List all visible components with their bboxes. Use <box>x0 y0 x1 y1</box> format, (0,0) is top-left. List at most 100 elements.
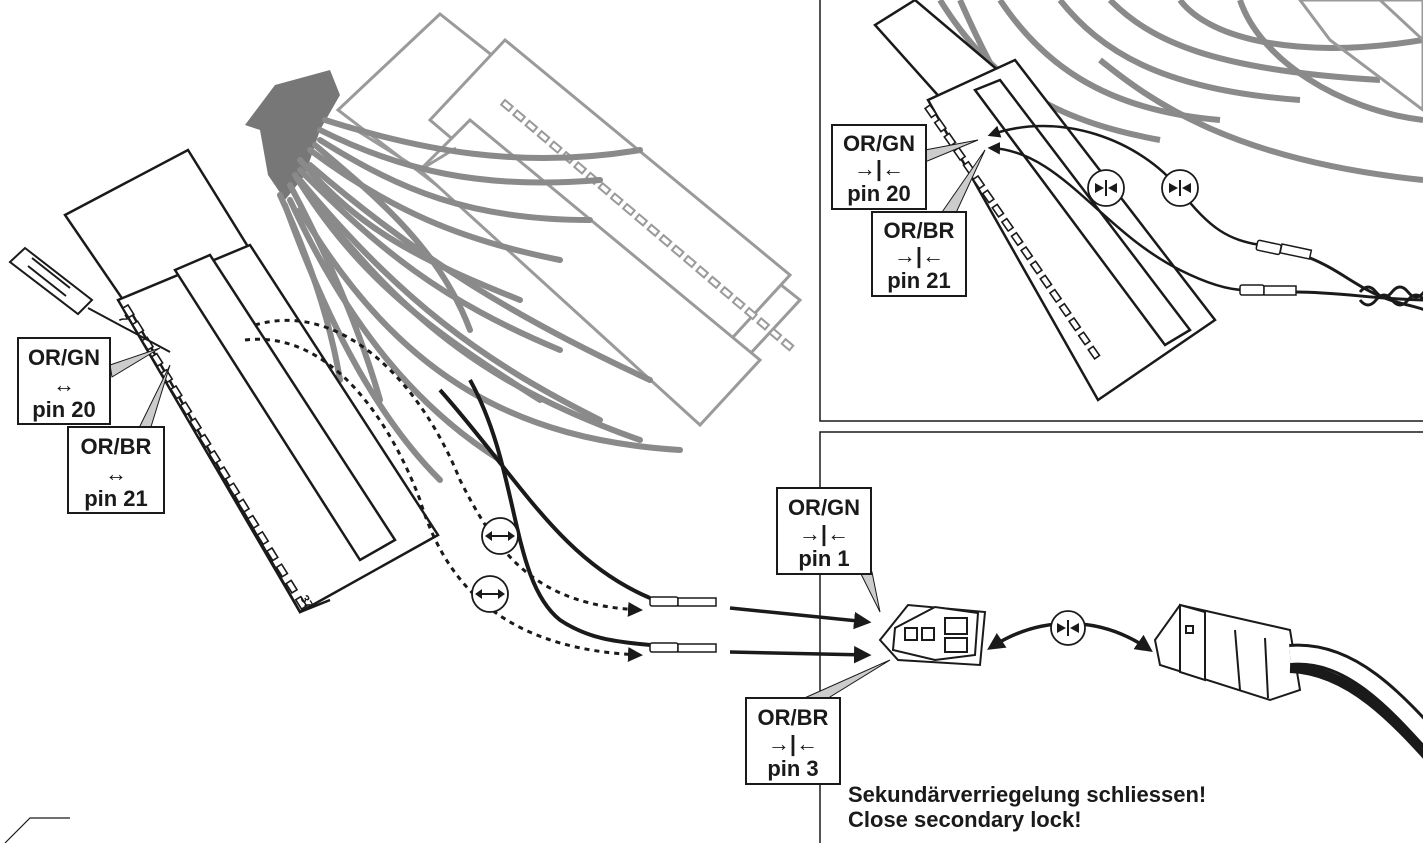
pin-label: pin 20 <box>847 181 911 206</box>
pin-slot <box>633 212 649 227</box>
pin-slot <box>1000 217 1015 233</box>
pin-slot <box>1010 231 1024 247</box>
pin-slot <box>237 498 251 514</box>
wire-code-label: OR/GN <box>788 495 860 520</box>
lock-arrows-icon <box>1057 620 1079 636</box>
pin-slot <box>246 514 260 530</box>
lock-symbol-label: →|← <box>854 156 904 181</box>
inset-twisted-cable <box>1309 256 1423 311</box>
release-symbol-label: ↔ <box>105 461 127 486</box>
pin-slot <box>572 160 588 175</box>
pin-slot <box>609 192 624 207</box>
double-arrow-icon <box>475 531 515 599</box>
instruction-line-en: Close secondary lock! <box>848 807 1082 832</box>
wire-bundle-sleeve <box>245 70 340 200</box>
pin-slot <box>646 223 661 238</box>
screwdriver-icon <box>8 246 171 353</box>
inset-back-housing <box>1298 0 1423 112</box>
mating-plug-housing <box>1153 603 1302 702</box>
pin-slot <box>511 108 527 123</box>
pin-slot <box>285 579 299 595</box>
pin-slot <box>294 595 308 611</box>
pin-slot <box>131 320 145 335</box>
pin-slot <box>658 233 673 248</box>
pin-slot <box>943 132 957 147</box>
lock-symbol-label: →|← <box>894 243 944 268</box>
pin-slot <box>198 433 212 449</box>
inset-lock-symbol-icon <box>1087 169 1199 207</box>
pin-number-last: 37 <box>297 593 316 612</box>
pin-slot <box>670 244 685 259</box>
pin-slot <box>227 482 241 497</box>
pin-slot <box>1048 288 1063 304</box>
callout-pin1-plug: OR/GN →|← pin 1 <box>776 487 881 613</box>
pin-slot <box>981 189 996 204</box>
wire-code-label: OR/GN <box>843 131 915 156</box>
pin-slot <box>1029 260 1044 275</box>
pin-slot <box>731 296 746 311</box>
pin-slot <box>707 275 722 290</box>
wire-code-label: OR/GN <box>28 345 100 370</box>
inset-twist-pattern <box>1358 285 1423 307</box>
pin-slot <box>217 465 231 481</box>
pin-slot <box>597 181 612 196</box>
pin-slot <box>743 306 759 321</box>
pin-slot <box>121 303 135 319</box>
lock-symbol-label: →|← <box>768 731 818 756</box>
pin-slot <box>169 384 183 400</box>
pin-slot <box>780 337 795 352</box>
wire-bundle <box>277 117 683 483</box>
small-plug-housing <box>878 603 987 667</box>
pin-slot <box>933 118 948 133</box>
front-connector-housing <box>63 148 440 614</box>
pin-label: pin 21 <box>887 268 951 293</box>
callout-pin3-plug: OR/BR →|← pin 3 <box>745 659 891 785</box>
pin-slot <box>1087 345 1101 360</box>
wire-code-label: OR/BR <box>81 434 152 459</box>
pin-slot <box>256 530 270 546</box>
instruction-note: Sekundärverriegelung schliessen! Close s… <box>848 782 1206 832</box>
instruction-line-de: Sekundärverriegelung schliessen! <box>848 782 1207 807</box>
pin-slot <box>1039 274 1053 289</box>
pin-slot <box>536 129 551 144</box>
pin-slot <box>524 119 539 134</box>
pin-label: pin 21 <box>84 486 148 511</box>
pin-slot <box>265 546 279 562</box>
removal-path-dashed <box>244 318 643 662</box>
pin-slot <box>189 417 203 433</box>
pin-slot <box>755 316 771 331</box>
pin-slot <box>682 254 698 269</box>
pin-slot <box>499 98 515 113</box>
pin-slot <box>150 352 164 368</box>
pin-label: pin 20 <box>32 397 96 422</box>
pin-slot <box>208 449 222 465</box>
release-symbol-icon <box>471 517 519 613</box>
pin-slot <box>1058 302 1072 318</box>
inset-lock-arrows-icon <box>1095 180 1191 196</box>
pin-slot <box>1067 316 1082 332</box>
page-corner-mark <box>4 817 70 843</box>
pin-slot <box>179 401 193 416</box>
callout-pin21-inset: OR/BR →|← pin 21 <box>871 149 986 297</box>
inset-pin-slots <box>923 103 1101 360</box>
pin-slot <box>694 264 710 279</box>
callout-pin21-left: OR/BR ↔ pin 21 <box>67 364 171 514</box>
release-symbol-label: ↔ <box>53 372 75 397</box>
pin-slot <box>275 563 289 578</box>
terminal-contacts <box>649 596 717 653</box>
lock-symbol-label: →|← <box>799 521 849 546</box>
pin-slot <box>1077 331 1092 346</box>
inset-terminal-contacts <box>1239 239 1313 296</box>
pin-label: pin 3 <box>767 756 818 781</box>
black-wires <box>438 379 651 647</box>
pin-slot <box>991 203 1005 218</box>
pin-slot <box>548 140 563 155</box>
front-connector-pin-slots <box>121 303 308 611</box>
pin-slot <box>768 327 783 342</box>
wire-code-label: OR/BR <box>884 218 955 243</box>
callout-pin20-inset: OR/GN →|← pin 20 <box>831 124 979 210</box>
pin-slot <box>1019 245 1034 261</box>
insertion-arrows <box>729 606 872 664</box>
wire-code-label: OR/BR <box>758 705 829 730</box>
